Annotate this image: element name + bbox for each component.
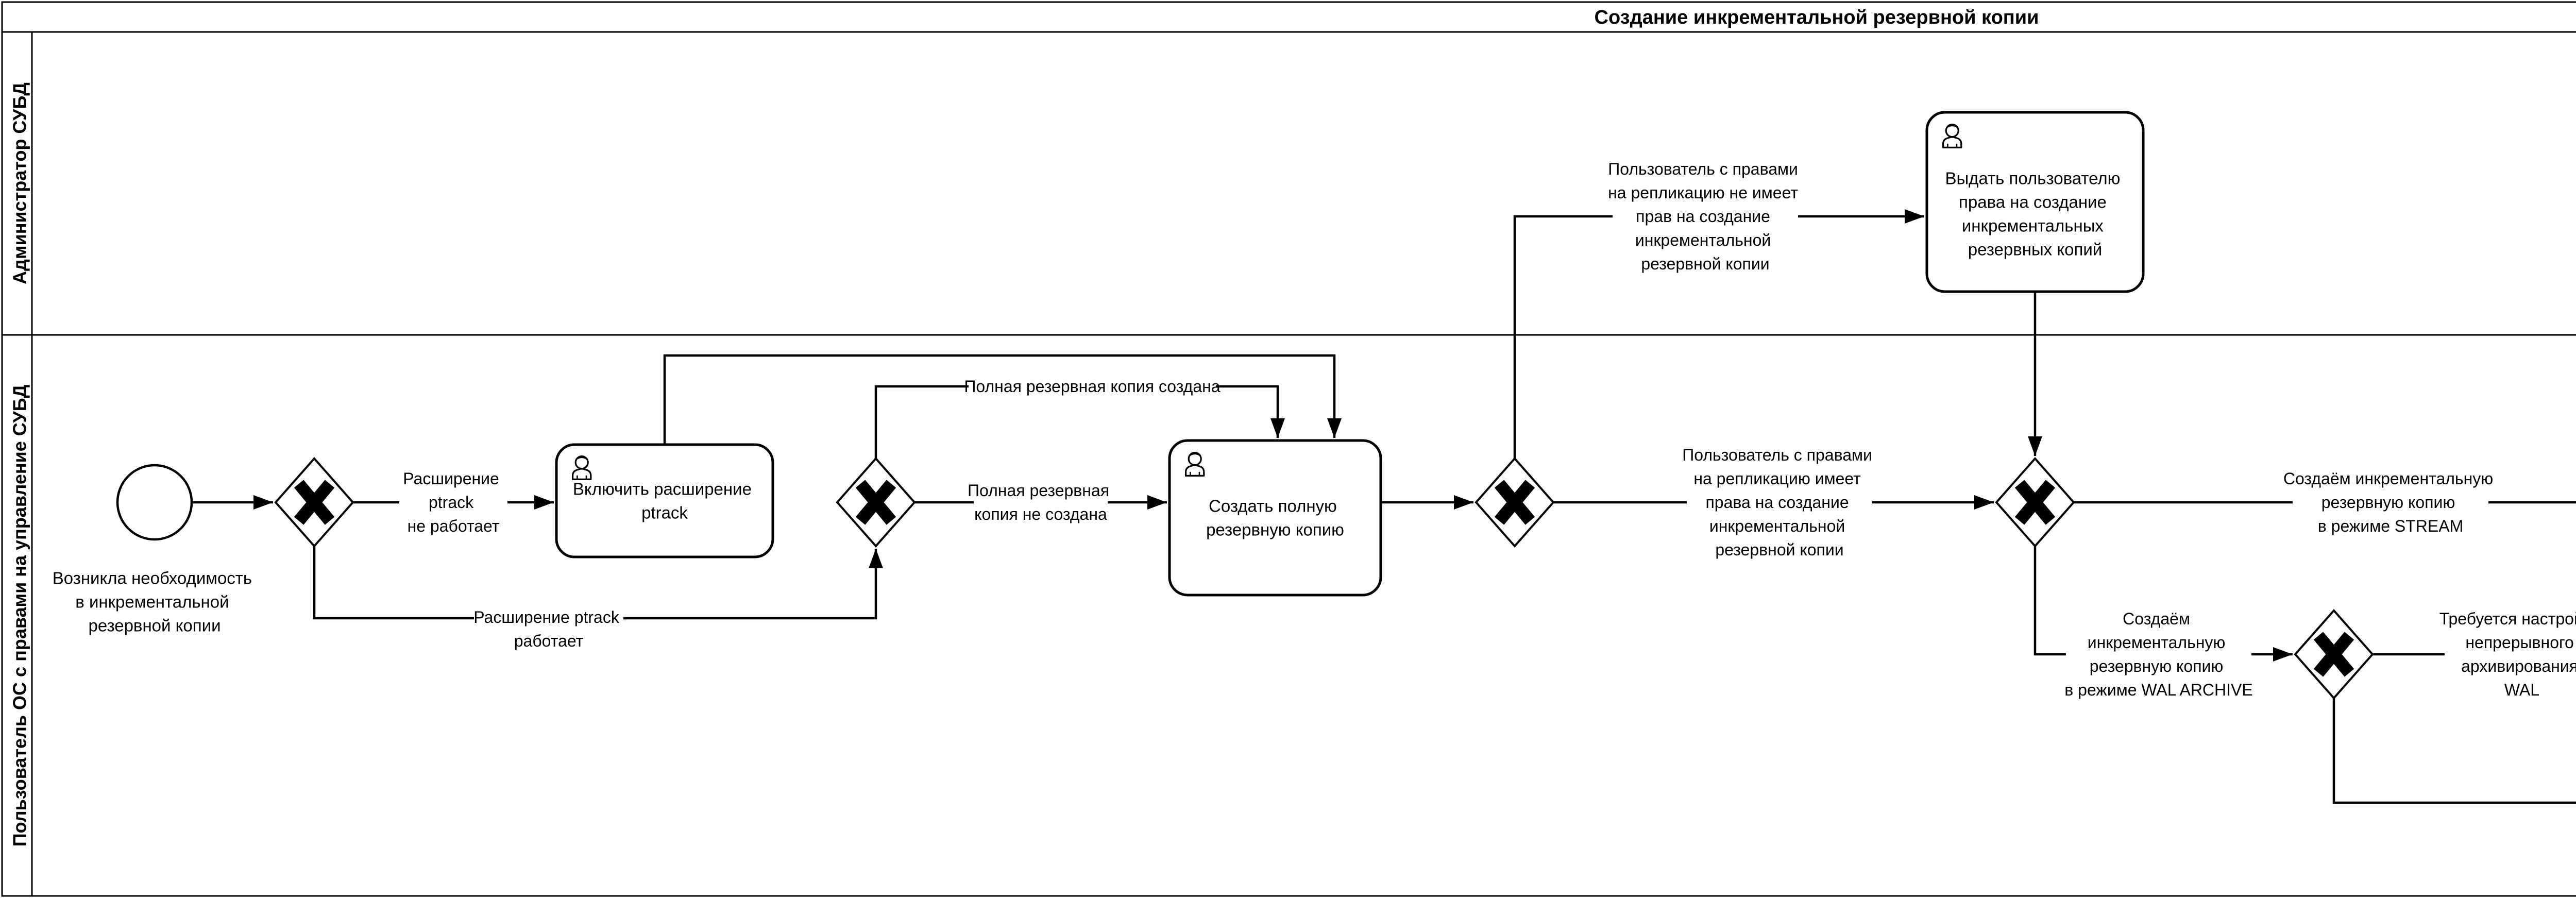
flow-enable-ptrack-to-full-backup [663, 354, 1342, 445]
start-event: Возникла необходимость в инкрементальной… [53, 464, 257, 635]
edge-label-full-backup-not-created: Полная резервная копия не создана [968, 476, 1114, 523]
flow-gw5-to-gw6-no-setup [2332, 698, 2576, 804]
task-enable-ptrack: Включить расширение ptrack [555, 443, 774, 558]
edge-label-full-backup-created: Полная резервная копия создана [964, 377, 1220, 396]
edge-label-user-has-no-rights: Пользователь с правами на репликацию не … [1608, 154, 1803, 273]
gateway-full-backup-check [836, 456, 916, 548]
task-create-full-backup: Создать полную резервную копию [1168, 439, 1382, 597]
edge-label-wal-archive-mode: Создаём инкрементальную резервную копию … [2064, 604, 2252, 699]
gateway-wal-setup-check [2294, 608, 2374, 700]
task-enable-ptrack-label: Включить расширение ptrack [573, 473, 756, 522]
edge-label-wal-setup-required: Требуется настройка непрерывного архивир… [2439, 604, 2576, 699]
task-create-full-backup-label: Создать полную резервную копию [1206, 490, 1344, 539]
nodes: Возникла необходимость в инкрементальной… [53, 111, 2374, 700]
edge-labels: Расширение ptrack не работает Расширение… [399, 154, 2576, 702]
lane-label-dba: Администратор СУБД [9, 82, 30, 284]
edge-label-ptrack-working: Расширение ptrack работает [473, 602, 623, 650]
edge-label-stream-mode: Создаём инкрементальную резервную копию … [2283, 464, 2498, 535]
diagram-title: Создание инкрементальной резервной копии [1595, 7, 2039, 28]
lane-label-os-user: Пользователь ОС с правами на управление … [9, 385, 30, 846]
edge-label-user-has-rights: Пользователь с правами на репликацию име… [1682, 440, 1877, 559]
edge-label-ptrack-not-working: Расширение ptrack не работает [403, 464, 503, 535]
start-event-label: Возникла необходимость в инкрементальной… [53, 563, 257, 635]
gateway-backup-mode-split [1995, 456, 2075, 548]
gateway-ptrack-check [274, 456, 354, 548]
task-grant-rights: Выдать пользователю права на создание ин… [1925, 111, 2145, 293]
gateway-replication-rights-check [1475, 456, 1555, 548]
task-grant-rights-label: Выдать пользователю права на создание ин… [1945, 163, 2125, 259]
sequence-flows [192, 209, 2576, 804]
